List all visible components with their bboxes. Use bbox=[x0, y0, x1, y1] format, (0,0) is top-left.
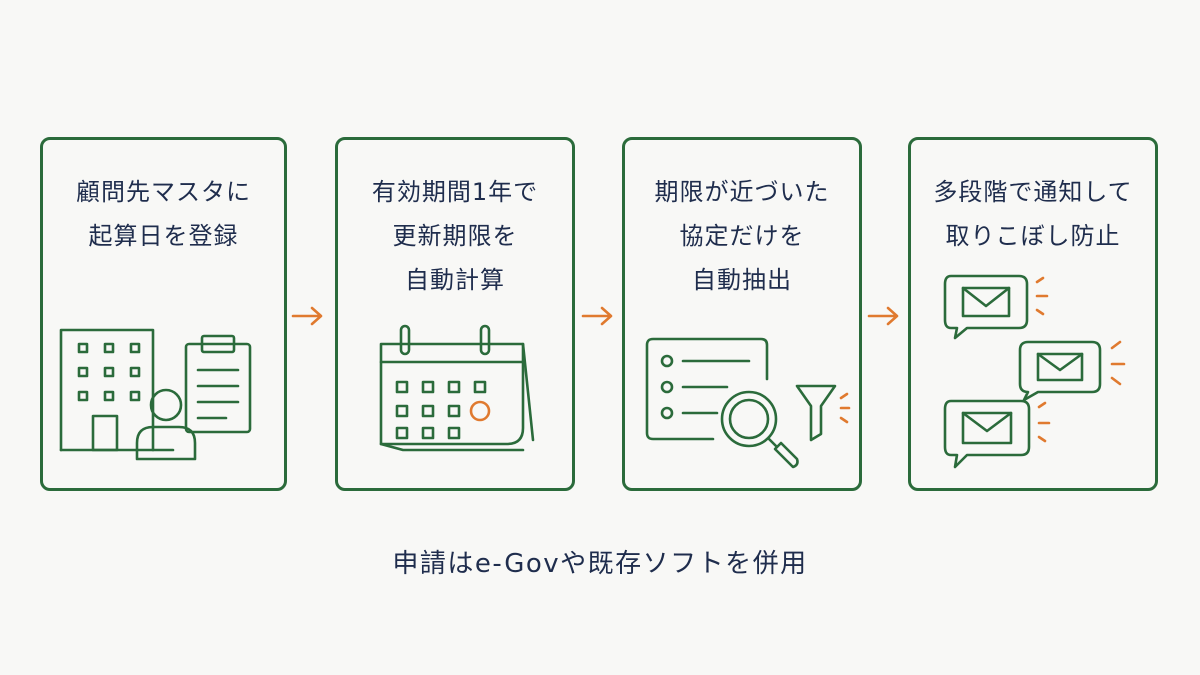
step-3-text: 期限が近づいた 協定だけを 自動抽出 bbox=[625, 170, 859, 302]
step-2-line-1: 有効期間1年で bbox=[371, 178, 539, 206]
footer-note: 申請はe-Govや既存ソフトを併用 bbox=[392, 549, 808, 579]
flow-arrow-3 bbox=[867, 306, 899, 326]
user-icon bbox=[135, 388, 197, 461]
filter-icon bbox=[795, 384, 851, 442]
step-4-text: 多段階で通知して 取りこぼし防止 bbox=[911, 170, 1155, 258]
step-4-line-1: 多段階で通知して bbox=[933, 178, 1133, 206]
flow-arrow-2 bbox=[581, 306, 613, 326]
step-2-line-2: 更新期限を bbox=[392, 222, 518, 250]
step-2-line-3: 自動計算 bbox=[405, 266, 505, 294]
step-card-1: 顧問先マスタに 起算日を登録 bbox=[40, 137, 287, 491]
flow-arrow-1 bbox=[291, 306, 323, 326]
step-card-3: 期限が近づいた 協定だけを 自動抽出 bbox=[622, 137, 862, 491]
clipboard-icon bbox=[184, 334, 252, 434]
step-3-line-2: 協定だけを bbox=[679, 222, 805, 250]
step-card-4: 多段階で通知して 取りこぼし防止 bbox=[908, 137, 1158, 491]
step-1-line-2: 起算日を登録 bbox=[88, 222, 239, 250]
mail-icon bbox=[943, 274, 1049, 340]
step-2-text: 有効期間1年で 更新期限を 自動計算 bbox=[338, 170, 572, 302]
step-card-2: 有効期間1年で 更新期限を 自動計算 bbox=[335, 137, 575, 491]
step-3-line-3: 自動抽出 bbox=[692, 266, 792, 294]
step-1-line-1: 顧問先マスタに bbox=[76, 178, 251, 206]
mail-icon bbox=[1018, 340, 1126, 402]
step-3-line-1: 期限が近づいた bbox=[654, 178, 830, 206]
magnifier-icon bbox=[720, 390, 799, 469]
mail-icon bbox=[943, 399, 1051, 469]
calendar-icon bbox=[379, 324, 535, 452]
step-4-line-2: 取りこぼし防止 bbox=[945, 222, 1121, 250]
step-1-text: 顧問先マスタに 起算日を登録 bbox=[43, 170, 284, 258]
office-building-icon bbox=[59, 328, 175, 452]
list-icon bbox=[645, 337, 769, 441]
